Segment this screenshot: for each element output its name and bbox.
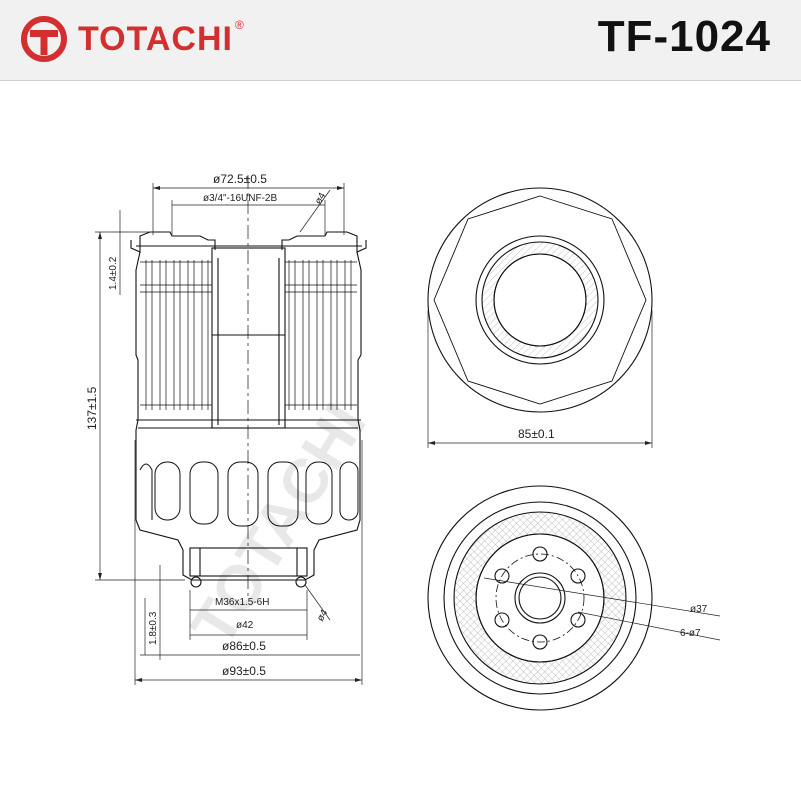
dim-thread-bottom: M36x1.5-6H: [215, 597, 269, 608]
registered-mark: ®: [234, 18, 244, 32]
side-view: [130, 175, 367, 600]
side-arrows: [98, 186, 362, 682]
dim-86: ø86±0.5: [222, 639, 266, 653]
part-number: TF-1024: [597, 12, 771, 61]
dim-outer-top: ø72.5±0.5: [213, 172, 267, 186]
dim-gasket-top: ø4: [313, 191, 329, 207]
brand-logo: TOTACHI ®: [20, 14, 244, 64]
watermark: TOTACHI: [178, 392, 379, 657]
brand-name: TOTACHI: [78, 19, 233, 58]
dim-gasket-bottom: ø4: [315, 608, 331, 624]
dim-side-small: 1.4±0.2: [108, 256, 119, 290]
top-dimensions: [427, 310, 653, 448]
bottom-view: [427, 485, 653, 711]
dim-base-height: 1.8±0.3: [148, 611, 159, 645]
side-dimensions: [95, 183, 363, 685]
watermark-text: TOTACHI: [178, 392, 379, 657]
dim-height: 137±1.5: [85, 386, 99, 430]
top-arrows: [428, 441, 652, 445]
header-bar: TOTACHI ® TF-1024: [0, 0, 801, 81]
totachi-emblem-icon: [21, 16, 67, 62]
dim-holes: 6-ø7: [680, 628, 701, 639]
dim-bolt-circle: ø37: [690, 604, 708, 615]
dim-hex-width: 85±0.1: [518, 427, 555, 441]
top-view: [427, 187, 653, 413]
dim-thread-top: ø3/4"-16UNF-2B: [203, 193, 277, 204]
dim-42: ø42: [236, 620, 254, 631]
dim-93: ø93±0.5: [222, 664, 266, 678]
bottom-dimensions: [483, 577, 721, 641]
